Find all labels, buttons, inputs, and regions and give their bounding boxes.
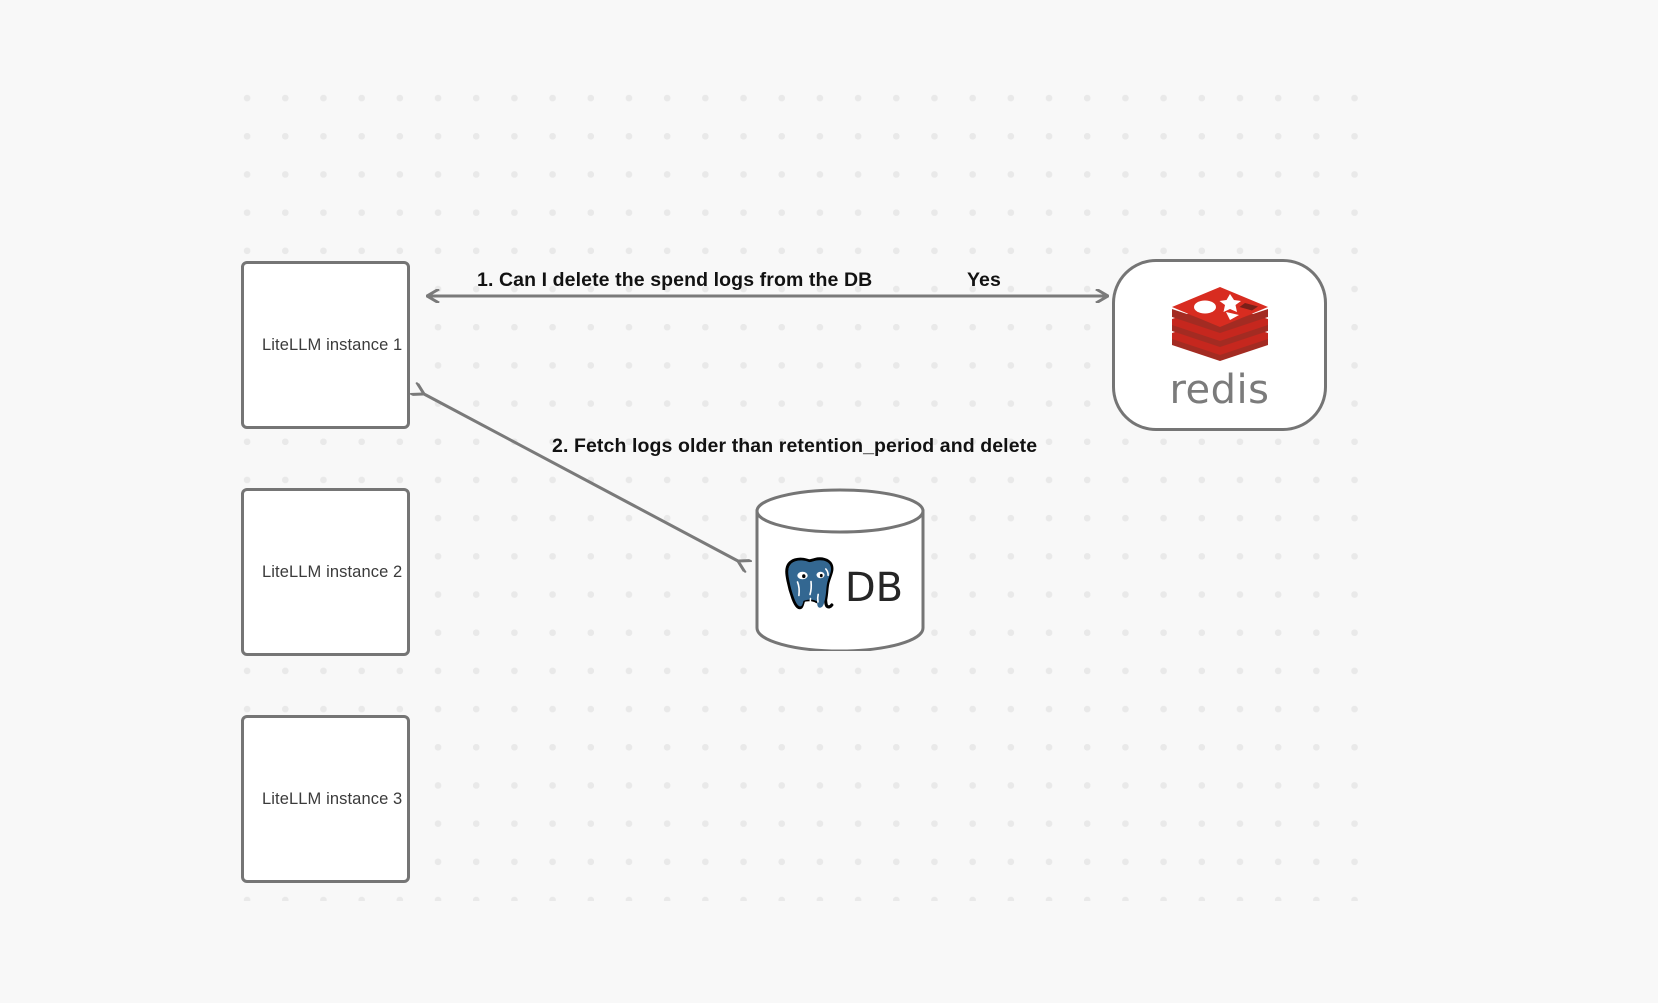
redis-logo-icon [1168, 281, 1272, 366]
node-litellm-instance-1[interactable]: LiteLLM instance 1 [241, 261, 410, 429]
edge-label-step-2: 2. Fetch logs older than retention_perio… [552, 435, 1038, 457]
edge-label-step-1: 1. Can I delete the spend logs from the … [477, 269, 873, 291]
node-redis[interactable]: redis [1112, 259, 1327, 431]
postgresql-elephant-icon [777, 556, 843, 620]
node-litellm-instance-2[interactable]: LiteLLM instance 2 [241, 488, 410, 656]
node-litellm-instance-3[interactable]: LiteLLM instance 3 [241, 715, 410, 883]
edge-db-to-instance-1 [424, 394, 738, 561]
node-database[interactable]: DB [754, 488, 926, 651]
node-label-instance-3: LiteLLM instance 3 [262, 789, 403, 808]
node-label-instance-1: LiteLLM instance 1 [262, 335, 403, 354]
cylinder-shape [755, 488, 925, 651]
edge-label-yes: Yes [967, 269, 1001, 291]
node-label-instance-2: LiteLLM instance 2 [262, 562, 403, 581]
redis-wordmark: redis [1169, 366, 1270, 413]
db-label: DB [844, 564, 904, 611]
